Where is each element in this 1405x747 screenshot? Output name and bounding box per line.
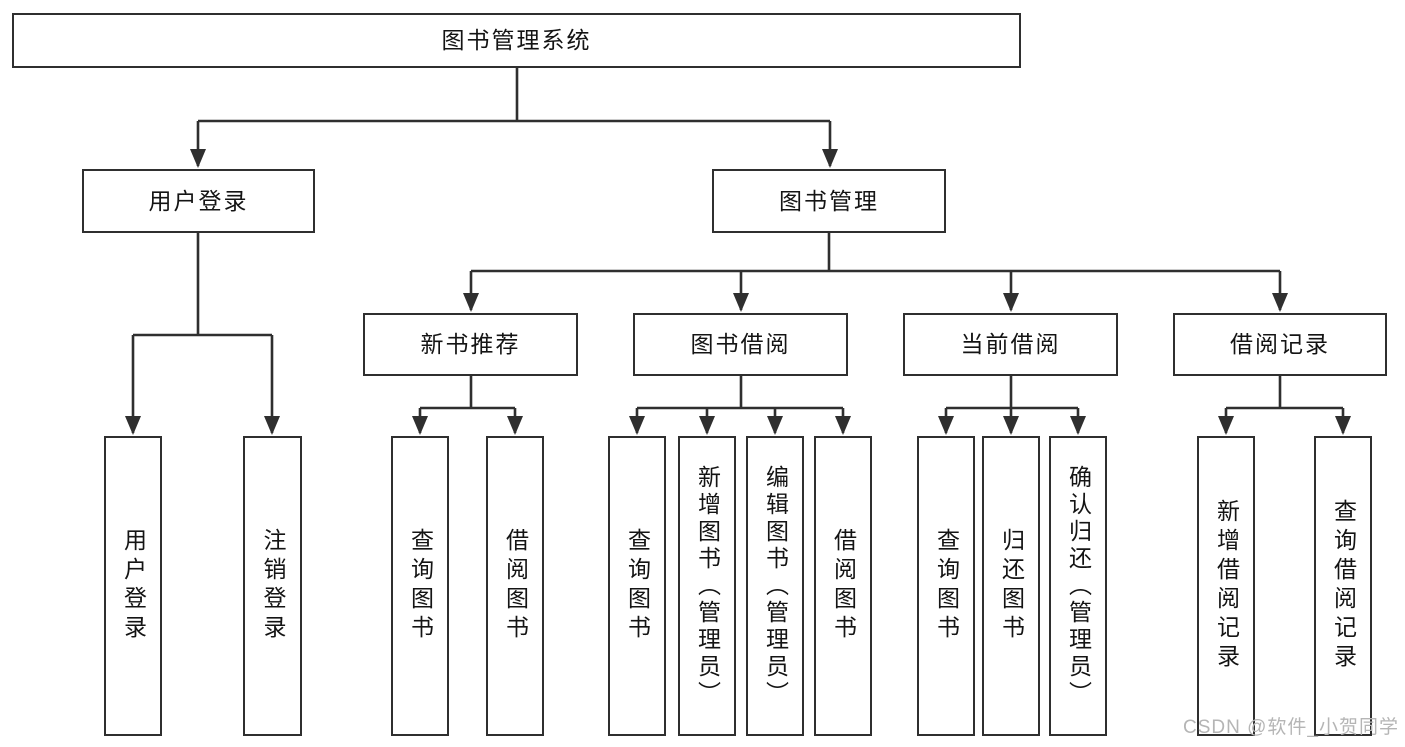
arrowhead (412, 416, 428, 435)
leaf-add-borrow-record: 新增借阅记录 (1197, 436, 1255, 736)
node-book-management: 图书管理 (712, 169, 946, 233)
arrowhead (938, 416, 954, 435)
leaf-user-login: 用户登录 (104, 436, 162, 736)
node-library-management-system: 图书管理系统 (12, 13, 1021, 68)
leaf-query-books-borrow: 查询图书 (608, 436, 666, 736)
node-borrowing-records: 借阅记录 (1173, 313, 1387, 376)
arrowhead (190, 149, 206, 168)
arrowhead (629, 416, 645, 435)
node-current-borrowing: 当前借阅 (903, 313, 1118, 376)
leaf-add-book-admin: 新增图书（管理员） (678, 436, 736, 736)
node-book-borrowing: 图书借阅 (633, 313, 848, 376)
arrowhead (1272, 293, 1288, 312)
arrowhead (1218, 416, 1234, 435)
arrowhead (463, 293, 479, 312)
leaf-edit-book-admin: 编辑图书（管理员） (746, 436, 804, 736)
leaf-query-borrow-record: 查询借阅记录 (1314, 436, 1372, 736)
arrowhead (822, 149, 838, 168)
leaf-confirm-return-admin: 确认归还（管理员） (1049, 436, 1107, 736)
arrowhead (1003, 416, 1019, 435)
arrowhead (835, 416, 851, 435)
leaf-query-books-current: 查询图书 (917, 436, 975, 736)
leaf-logout: 注销登录 (243, 436, 302, 736)
arrowhead (699, 416, 715, 435)
arrowhead (767, 416, 783, 435)
arrowhead (1335, 416, 1351, 435)
node-new-book-recommendation: 新书推荐 (363, 313, 578, 376)
arrowhead (125, 416, 141, 435)
leaf-borrow-books-recommend: 借阅图书 (486, 436, 544, 736)
leaf-query-books-recommend: 查询图书 (391, 436, 449, 736)
arrowhead (733, 293, 749, 312)
leaf-return-book: 归还图书 (982, 436, 1040, 736)
arrowhead (1003, 293, 1019, 312)
arrowhead (264, 416, 280, 435)
arrowhead (1070, 416, 1086, 435)
leaf-borrow-books: 借阅图书 (814, 436, 872, 736)
node-user-login: 用户登录 (82, 169, 315, 233)
arrowhead (507, 416, 523, 435)
